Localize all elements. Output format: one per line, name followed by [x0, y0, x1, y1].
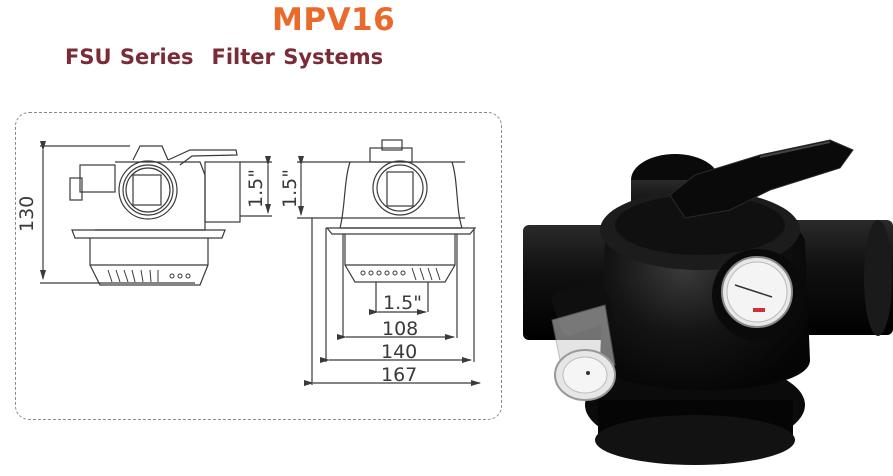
- dimension-167-label: 167: [381, 364, 417, 386]
- product-subtitle: FSU Series Filter Systems: [65, 45, 401, 69]
- bottom-port-dimension-label: 1.5": [383, 292, 422, 314]
- product-title: MPV16: [272, 2, 396, 38]
- dimension-140-label: 140: [381, 341, 417, 363]
- drawing-frame: [15, 112, 502, 420]
- series-label: FSU Series: [65, 45, 194, 69]
- front-view-drawing: [297, 139, 481, 386]
- technical-drawing: 130 1.5" 1.5" 1.5" 108 140 167: [16, 139, 481, 386]
- side-view-drawing: [40, 141, 272, 286]
- product-line-label: Filter Systems: [211, 45, 384, 69]
- front-port-dimension-label: 1.5": [279, 169, 301, 208]
- side-port-dimension-label: 1.5": [245, 169, 267, 208]
- height-dimension-label: 130: [16, 196, 38, 232]
- valve-photo: [523, 139, 893, 465]
- dimension-108-label: 108: [382, 318, 418, 340]
